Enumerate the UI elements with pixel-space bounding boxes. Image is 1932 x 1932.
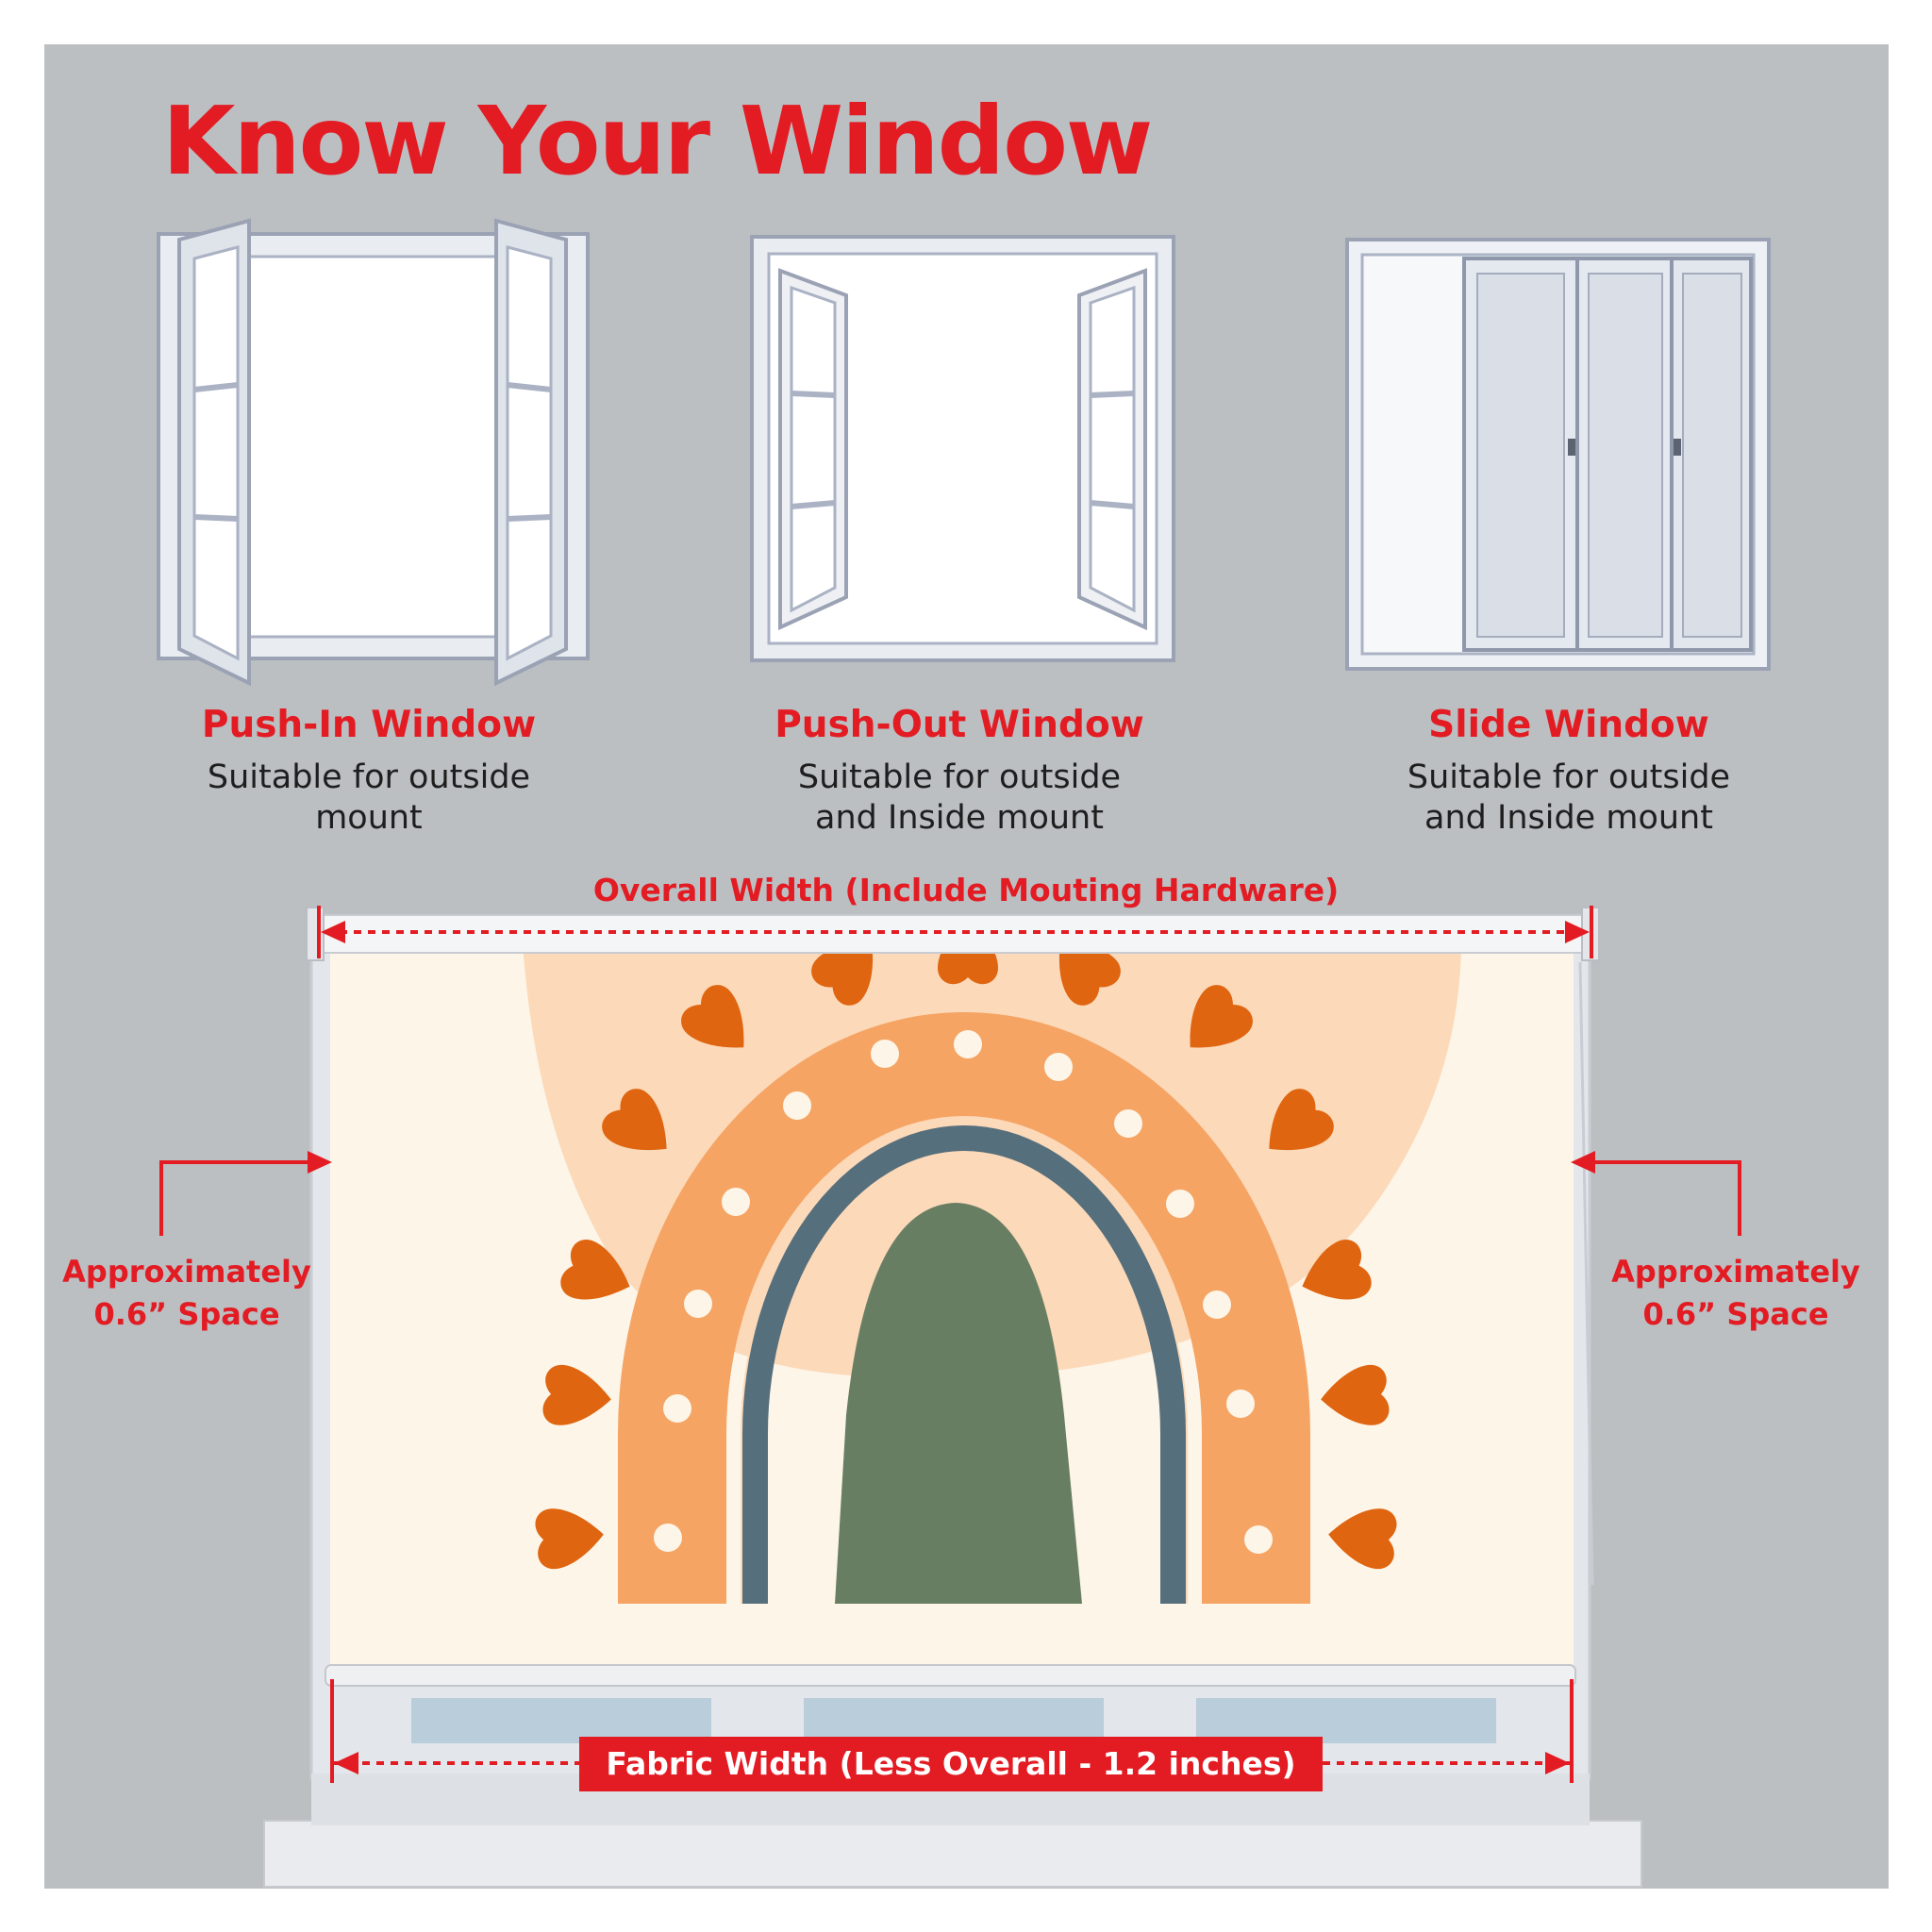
rainbow-artwork — [523, 948, 1461, 1604]
left-space-callout — [159, 1151, 332, 1236]
fabric-width-arrow — [330, 1679, 1574, 1783]
bottom-rail — [325, 1664, 1576, 1687]
rainbow-outer-band — [618, 1012, 1310, 1604]
left-bracket — [306, 907, 325, 961]
push-in-window-desc: Suitable for outside mount — [124, 758, 614, 839]
window-sill — [263, 1820, 1642, 1888]
desc-line: Suitable for outside — [1407, 758, 1731, 796]
desc-line: and Inside mount — [1424, 799, 1713, 837]
slide-window-desc: Suitable for outside and Inside mount — [1324, 758, 1814, 839]
desc-line: and Inside mount — [815, 799, 1104, 837]
fabric-width-label: Fabric Width (Less Overall - 1.2 inches) — [579, 1737, 1323, 1791]
glass-pane — [804, 1698, 1104, 1743]
space-label-line: Approximately — [1611, 1254, 1860, 1290]
rainbow-dots — [654, 1030, 1273, 1554]
overall-width-label: Overall Width (Include Mouting Hardware) — [592, 872, 1340, 908]
push-out-window-icon — [750, 235, 1175, 662]
glass-pane — [1196, 1698, 1496, 1743]
desc-line: Suitable for outside — [207, 758, 531, 796]
glass-pane — [411, 1698, 711, 1743]
push-in-window-icon — [157, 218, 590, 687]
push-out-window-label: Push-Out Window — [774, 704, 1144, 746]
push-out-window-desc: Suitable for outside and Inside mount — [714, 758, 1205, 839]
desc-line: mount — [315, 799, 423, 837]
rainbow-green-core — [835, 1203, 1082, 1604]
space-label-line: 0.6” Space — [1642, 1296, 1829, 1332]
overall-width-arrow — [317, 906, 1593, 958]
right-space-label: Approximately 0.6” Space — [1585, 1251, 1887, 1336]
pull-chain — [1578, 961, 1594, 1586]
push-in-window-label: Push-In Window — [201, 704, 537, 746]
page-title: Know Your Window — [162, 86, 1153, 196]
space-label-line: 0.6” Space — [93, 1296, 280, 1332]
right-space-callout — [1571, 1151, 1741, 1236]
slide-window-label: Slide Window — [1428, 704, 1709, 746]
desc-line: Suitable for outside — [797, 758, 1122, 796]
space-label-line: Approximately — [62, 1254, 311, 1290]
left-space-label: Approximately 0.6” Space — [36, 1251, 338, 1336]
slide-window-icon — [1345, 238, 1771, 671]
